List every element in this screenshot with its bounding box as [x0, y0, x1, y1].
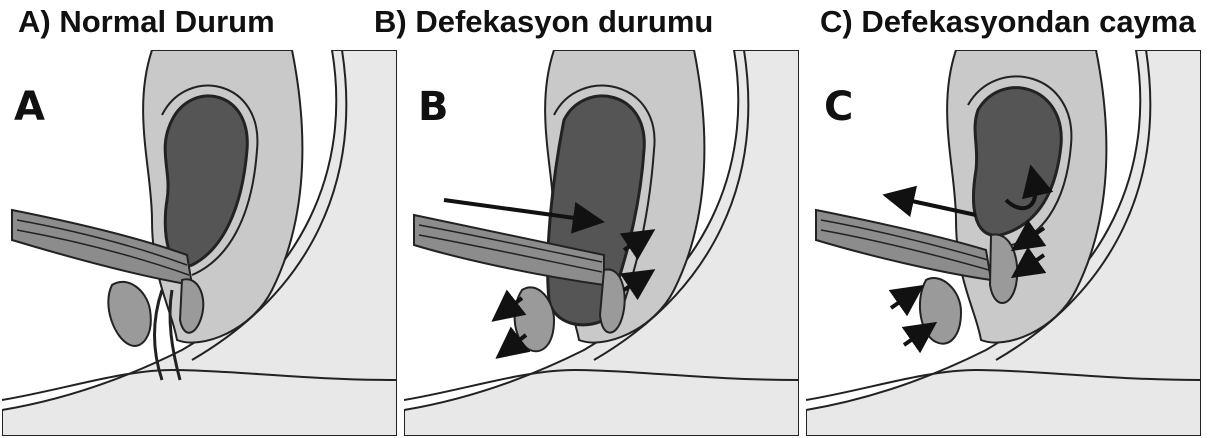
anorectal-diagram-c: C: [806, 50, 1201, 436]
anorectal-diagram-a: A: [2, 50, 397, 436]
panel-a-title: A) Normal Durum: [18, 4, 275, 40]
panel-a-letter: A: [14, 84, 45, 130]
anorectal-diagram-b: B: [404, 50, 799, 436]
arrow: [891, 294, 911, 308]
panel-c-title: C) Defekasyondan cayma: [820, 4, 1196, 40]
internal-sphincter: [600, 269, 625, 332]
panel-b-letter: B: [418, 84, 449, 130]
panel-c-defecation-withdrawal: C: [806, 50, 1201, 436]
panel-b-defecation-state: B: [404, 50, 799, 436]
panel-a-normal-state: A: [2, 50, 397, 436]
external-sphincter: [920, 278, 961, 344]
external-sphincter: [108, 282, 150, 346]
panel-b-title: B) Defekasyon durumu: [374, 4, 713, 40]
arrow: [904, 331, 924, 345]
panel-c-letter: C: [824, 84, 853, 130]
